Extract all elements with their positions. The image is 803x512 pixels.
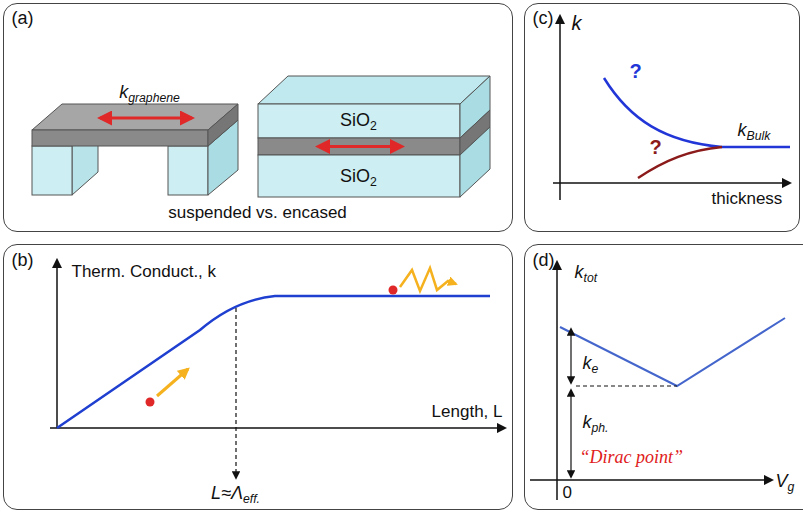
- thickness-plot: [553, 16, 790, 200]
- main-text: k: [119, 82, 128, 102]
- figure-panel: (d)ktotkekph.“Dirac point”0Vg: [524, 244, 803, 510]
- panel-letter: (c): [533, 8, 554, 29]
- panel-letter: (a): [12, 8, 34, 29]
- length-plot: [50, 260, 505, 478]
- bracket-label: ke: [583, 353, 599, 374]
- figure-panel: (a)kgrapheneSiO2SiO2suspended vs. encase…: [3, 3, 513, 232]
- subscript-text: Bulk: [747, 129, 771, 143]
- tick-label: 0: [563, 483, 572, 503]
- panel-letter: (d): [533, 250, 555, 271]
- subscript-text: graphene: [128, 91, 180, 105]
- main-text: SiO: [340, 166, 370, 186]
- axis-label: Length, L: [432, 402, 503, 422]
- dirac-point-label: “Dirac point”: [580, 447, 684, 468]
- bracket-label: kph.: [583, 412, 609, 433]
- main-text: V: [776, 471, 788, 491]
- main-text: k: [583, 353, 592, 373]
- main-text: k: [738, 120, 747, 140]
- main-text: k: [583, 412, 592, 432]
- curve-label: kBulk: [738, 120, 771, 141]
- conductivity-label: kgraphene: [119, 82, 180, 103]
- subscript-text: 2: [370, 175, 377, 189]
- panel-caption: suspended vs. encased: [168, 203, 347, 223]
- subscript-text: e: [592, 362, 599, 376]
- question-mark: ?: [650, 136, 662, 159]
- figure-panel: (b) Therm. Conduct., k Length, L L≈Λeff.: [3, 244, 513, 510]
- graphene-structures: [32, 76, 490, 197]
- axis-label: Therm. Conduct., k: [72, 262, 217, 282]
- subscript-text: ph.: [592, 421, 609, 435]
- axis-label: k: [572, 12, 582, 35]
- layer-label: SiO2: [340, 110, 377, 131]
- main-text: k: [575, 262, 584, 282]
- axis-label: thickness: [712, 189, 783, 209]
- main-text: SiO: [340, 110, 370, 130]
- panel-letter: (b): [12, 250, 34, 271]
- mean-free-path-label: L≈Λeff.: [211, 483, 260, 504]
- subscript-text: tot: [584, 271, 598, 285]
- subscript-text: 2: [370, 119, 377, 133]
- subscript-text: eff.: [243, 492, 260, 506]
- axis-label: ktot: [575, 262, 598, 283]
- figure-panel: (c)k??kBulkthickness: [524, 3, 800, 232]
- main-text: L≈Λ: [211, 483, 243, 503]
- subscript-text: g: [788, 480, 795, 494]
- layer-label: SiO2: [340, 166, 377, 187]
- question-mark: ?: [630, 60, 642, 83]
- gate-plot: [530, 262, 785, 500]
- axis-label: Vg: [776, 471, 795, 492]
